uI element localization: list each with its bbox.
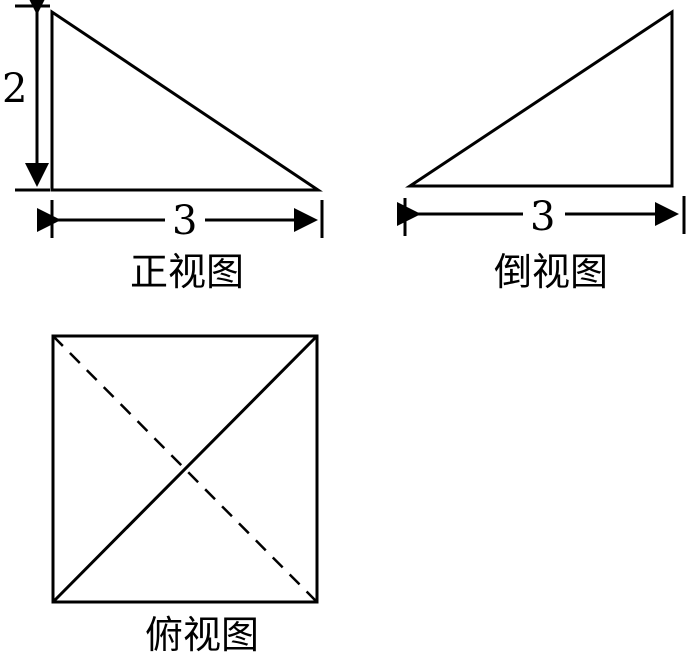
front-width-dimension: 3: [37, 198, 324, 244]
top-view-dashed-diagonal: [52, 335, 318, 603]
side-view-label: 倒视图: [494, 250, 608, 294]
side-width-dimension: 3: [397, 194, 686, 240]
front-view: 2 3 正视图: [2, 0, 324, 294]
front-view-triangle: [50, 9, 323, 192]
side-view-triangle: [405, 9, 674, 188]
side-width-label: 3: [530, 194, 555, 240]
front-height-dimension: 2: [2, 0, 50, 192]
top-view-label: 俯视图: [145, 613, 259, 657]
front-width-label: 3: [172, 198, 197, 244]
top-view-solid-diagonal: [51, 334, 319, 604]
front-height-label: 2: [2, 66, 27, 112]
side-view: 3 倒视图: [397, 9, 686, 294]
front-view-label: 正视图: [130, 250, 244, 294]
top-view-square: [51, 334, 319, 604]
top-view: 俯视图: [51, 334, 319, 657]
